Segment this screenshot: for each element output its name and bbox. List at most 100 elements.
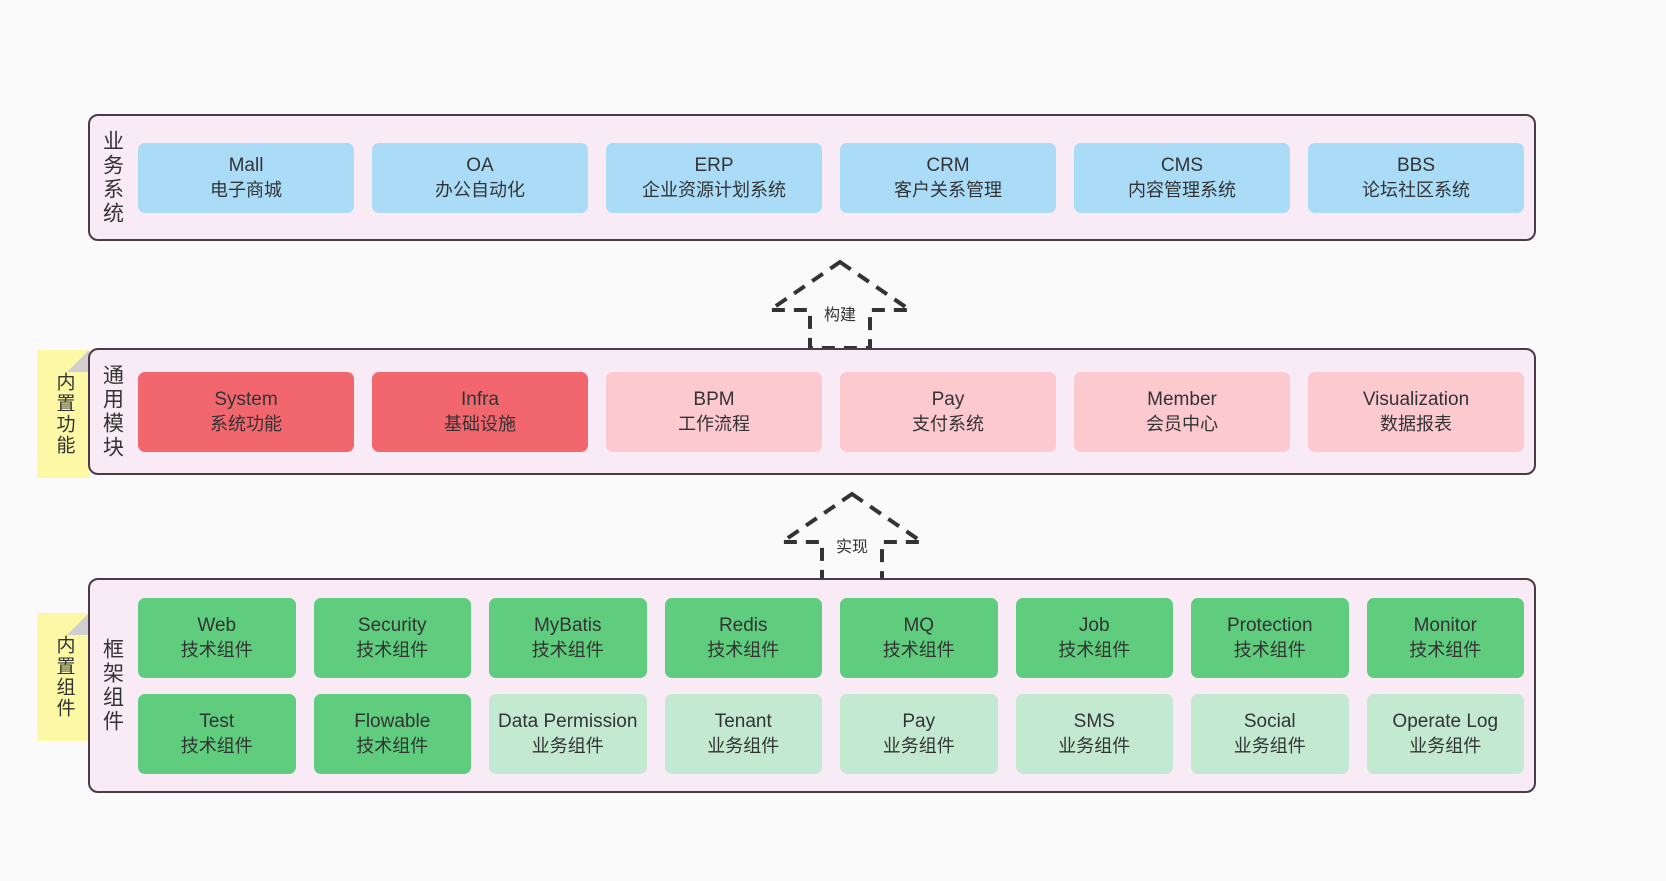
card-subtitle: 技术组件 bbox=[882, 640, 955, 661]
card-mybatis[interactable]: MyBatis 技术组件 bbox=[489, 597, 647, 678]
layer-business-systems: 业务系统 Mall 电子商城 OA 办公自动化 ERP 企业资源计划系统 CRM… bbox=[88, 114, 1536, 241]
card-bpm[interactable]: BPM 工作流程 bbox=[606, 371, 822, 452]
relation-implement: 实现 bbox=[772, 490, 932, 585]
card-subtitle: 技术组件 bbox=[531, 640, 604, 661]
card-subtitle: 系统功能 bbox=[210, 414, 282, 435]
card-subtitle: 技术组件 bbox=[1409, 640, 1482, 661]
relation-build: 构建 bbox=[760, 258, 920, 353]
build-arrow-icon bbox=[763, 259, 917, 350]
card-title: Security bbox=[357, 614, 427, 636]
layer-title-framework-components: 框架组件 bbox=[100, 637, 124, 734]
card-subtitle: 业务组件 bbox=[1233, 736, 1306, 757]
card-title: SMS bbox=[1073, 710, 1115, 732]
card-row: Test 技术组件 Flowable 技术组件 Data Permission … bbox=[138, 693, 1524, 774]
card-erp[interactable]: ERP 企业资源计划系统 bbox=[606, 142, 822, 213]
card-title: Protection bbox=[1226, 614, 1313, 636]
card-title: Flowable bbox=[354, 710, 431, 732]
card-social[interactable]: Social 业务组件 bbox=[1191, 693, 1349, 774]
card-tenant[interactable]: Tenant 业务组件 bbox=[664, 693, 822, 774]
card-title: Redis bbox=[718, 614, 768, 636]
card-subtitle: 技术组件 bbox=[1233, 640, 1306, 661]
card-subtitle: 基础设施 bbox=[444, 414, 516, 435]
card-security[interactable]: Security 技术组件 bbox=[313, 597, 471, 678]
card-title: Pay bbox=[931, 388, 965, 410]
card-pay[interactable]: Pay 支付系统 bbox=[840, 371, 1056, 452]
card-row: Web 技术组件 Security 技术组件 MyBatis 技术组件 Redi… bbox=[138, 597, 1524, 678]
card-cms[interactable]: CMS 内容管理系统 bbox=[1074, 142, 1290, 213]
card-mq[interactable]: MQ 技术组件 bbox=[840, 597, 998, 678]
card-title: OA bbox=[466, 154, 494, 176]
card-title: BPM bbox=[693, 388, 735, 410]
card-infra[interactable]: Infra 基础设施 bbox=[372, 371, 588, 452]
layer-framework-components: 框架组件 Web 技术组件 Security 技术组件 MyBatis 技术组件… bbox=[88, 578, 1536, 793]
card-title: Test bbox=[199, 710, 235, 732]
card-subtitle: 技术组件 bbox=[707, 640, 780, 661]
card-subtitle: 工作流程 bbox=[678, 414, 750, 435]
card-system[interactable]: System 系统功能 bbox=[138, 371, 354, 452]
card-title: ERP bbox=[694, 154, 734, 176]
card-subtitle: 技术组件 bbox=[356, 640, 429, 661]
card-subtitle: 业务组件 bbox=[1058, 736, 1131, 757]
card-title: Job bbox=[1078, 614, 1110, 636]
card-subtitle: 电子商城 bbox=[210, 180, 282, 201]
card-subtitle: 业务组件 bbox=[531, 736, 604, 757]
card-title: CRM bbox=[926, 154, 970, 176]
card-subtitle: 业务组件 bbox=[707, 736, 780, 757]
layer-body-business-systems: Mall 电子商城 OA 办公自动化 ERP 企业资源计划系统 CRM 客户关系… bbox=[134, 116, 1534, 239]
relation-label-build: 构建 bbox=[820, 300, 860, 326]
layer-title-business-systems: 业务系统 bbox=[100, 129, 124, 226]
card-protection[interactable]: Protection 技术组件 bbox=[1191, 597, 1349, 678]
card-title: Visualization bbox=[1362, 388, 1470, 410]
card-crm[interactable]: CRM 客户关系管理 bbox=[840, 142, 1056, 213]
note-label: 内置功能 bbox=[53, 372, 75, 456]
card-title: CMS bbox=[1160, 154, 1204, 176]
card-title: MyBatis bbox=[533, 614, 602, 636]
card-title: Tenant bbox=[714, 710, 772, 732]
card-bbs[interactable]: BBS 论坛社区系统 bbox=[1308, 142, 1524, 213]
card-title: Data Permission bbox=[498, 710, 638, 732]
implement-arrow-icon bbox=[775, 491, 929, 582]
card-subtitle: 内容管理系统 bbox=[1128, 180, 1236, 201]
card-subtitle: 支付系统 bbox=[912, 414, 984, 435]
card-subtitle: 技术组件 bbox=[180, 736, 253, 757]
card-row: Mall 电子商城 OA 办公自动化 ERP 企业资源计划系统 CRM 客户关系… bbox=[138, 142, 1524, 213]
card-title: Web bbox=[197, 614, 237, 636]
card-title: System bbox=[214, 388, 278, 410]
card-subtitle: 技术组件 bbox=[356, 736, 429, 757]
card-title: Pay bbox=[902, 710, 936, 732]
card-redis[interactable]: Redis 技术组件 bbox=[664, 597, 822, 678]
layer-body-framework-components: Web 技术组件 Security 技术组件 MyBatis 技术组件 Redi… bbox=[134, 580, 1534, 791]
card-pay-business[interactable]: Pay 业务组件 bbox=[840, 693, 998, 774]
card-subtitle: 会员中心 bbox=[1146, 414, 1218, 435]
card-subtitle: 技术组件 bbox=[180, 640, 253, 661]
layer-body-general-modules: System 系统功能 Infra 基础设施 BPM 工作流程 Pay 支付系统… bbox=[134, 350, 1534, 473]
card-title: Monitor bbox=[1413, 614, 1477, 636]
card-test[interactable]: Test 技术组件 bbox=[138, 693, 296, 774]
card-sms[interactable]: SMS 业务组件 bbox=[1015, 693, 1173, 774]
card-title: Infra bbox=[460, 388, 500, 410]
card-title: MQ bbox=[903, 614, 935, 636]
card-member[interactable]: Member 会员中心 bbox=[1074, 371, 1290, 452]
card-subtitle: 业务组件 bbox=[1409, 736, 1482, 757]
card-operate-log[interactable]: Operate Log 业务组件 bbox=[1366, 693, 1524, 774]
card-oa[interactable]: OA 办公自动化 bbox=[372, 142, 588, 213]
card-job[interactable]: Job 技术组件 bbox=[1015, 597, 1173, 678]
card-title: Member bbox=[1147, 388, 1217, 410]
note-builtin-component: 内置组件 bbox=[37, 613, 89, 741]
card-title: BBS bbox=[1396, 154, 1436, 176]
card-row: System 系统功能 Infra 基础设施 BPM 工作流程 Pay 支付系统… bbox=[138, 371, 1524, 452]
relation-label-implement: 实现 bbox=[832, 532, 872, 558]
card-data-permission[interactable]: Data Permission 业务组件 bbox=[489, 693, 647, 774]
card-visualization[interactable]: Visualization 数据报表 bbox=[1308, 371, 1524, 452]
card-title: Operate Log bbox=[1392, 710, 1499, 732]
layer-title-general-modules: 通用模块 bbox=[100, 363, 124, 460]
card-mall[interactable]: Mall 电子商城 bbox=[138, 142, 354, 213]
card-subtitle: 技术组件 bbox=[1058, 640, 1131, 661]
note-label: 内置组件 bbox=[53, 635, 75, 719]
card-flowable[interactable]: Flowable 技术组件 bbox=[313, 693, 471, 774]
card-subtitle: 论坛社区系统 bbox=[1362, 180, 1470, 201]
note-builtin-feature: 内置功能 bbox=[37, 350, 89, 478]
card-monitor[interactable]: Monitor 技术组件 bbox=[1366, 597, 1524, 678]
card-web[interactable]: Web 技术组件 bbox=[138, 597, 296, 678]
